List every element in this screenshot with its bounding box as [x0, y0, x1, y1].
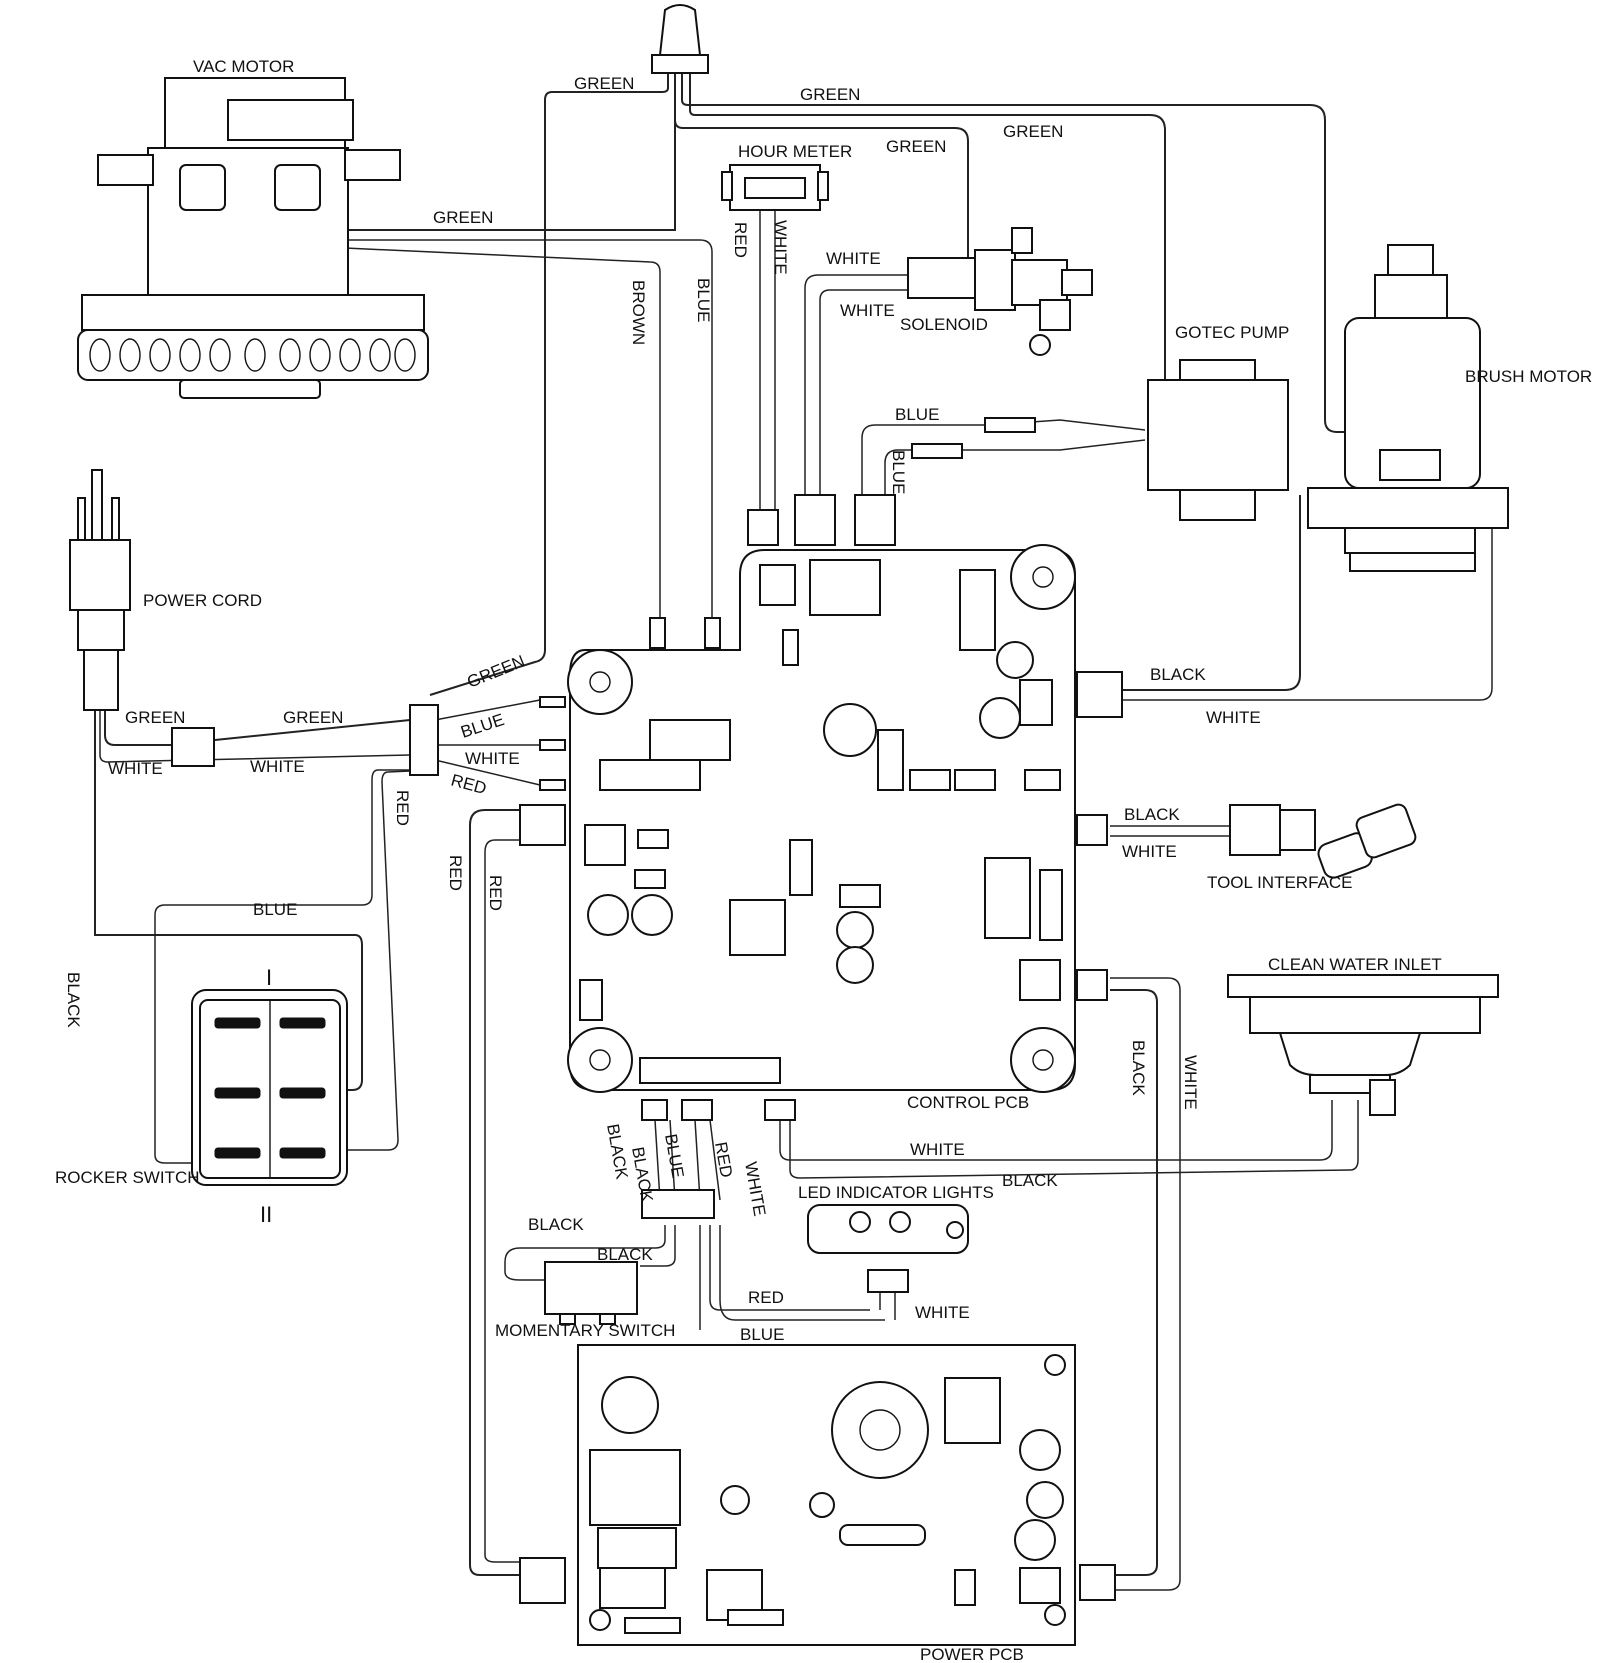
label-vac-motor: VAC MOTOR — [193, 57, 294, 76]
label-led-indicator-lights: LED INDICATOR LIGHTS — [798, 1183, 994, 1202]
vac-motor — [77, 77, 429, 399]
label-power-pcb: POWER PCB — [920, 1645, 1024, 1663]
power-cord-plug — [69, 469, 131, 711]
wire-label: WHITE — [840, 301, 895, 320]
bundle-junction — [641, 1189, 715, 1219]
wire-label: RED — [486, 875, 505, 911]
wire-label: GREEN — [886, 137, 946, 156]
wire-label: BLACK — [1124, 805, 1180, 824]
wire-label: BLUE — [740, 1325, 784, 1344]
tool-interface — [1229, 803, 1417, 879]
wire-label: BLACK — [628, 1145, 657, 1204]
ground-lug — [651, 4, 709, 74]
label-momentary-switch: MOMENTARY SWITCH — [495, 1321, 675, 1340]
wire-label: BLUE — [694, 278, 713, 322]
wire-label: BLUE — [895, 405, 939, 424]
wire-label: GREEN — [1003, 122, 1063, 141]
wire-label: WHITE — [826, 249, 881, 268]
wire-label: RED — [446, 855, 465, 891]
wire-labels: GREEN GREEN GREEN GREEN GREEN RED WHITE … — [64, 74, 1261, 1344]
wire-label: RED — [393, 790, 412, 826]
wire-label: WHITE — [1122, 842, 1177, 861]
wire-label: WHITE — [250, 757, 305, 776]
clean-water-inlet — [1227, 974, 1499, 1116]
label-hour-meter: HOUR METER — [738, 142, 852, 161]
wire-label: WHITE — [741, 1160, 769, 1217]
wire-label: WHITE — [1181, 1055, 1200, 1110]
wire-label: BLACK — [1002, 1171, 1058, 1190]
power-pcb — [577, 1344, 1076, 1646]
gotec-pump — [911, 359, 1289, 521]
wire-label: RED — [449, 771, 489, 799]
hour-meter — [721, 164, 829, 211]
wire-label: BLUE — [889, 450, 908, 494]
wires — [94, 70, 1493, 1591]
rocker-switch — [191, 989, 348, 1186]
wire-label: BLACK — [603, 1122, 632, 1181]
wire-label: RED — [748, 1288, 784, 1307]
brush-motor — [1307, 244, 1509, 572]
label-rocker-switch: ROCKER SWITCH — [55, 1168, 200, 1187]
wire-label: RED — [731, 222, 750, 258]
wire-label: GREEN — [464, 651, 527, 691]
component-labels: VAC MOTOR HOUR METER SOLENOID GOTEC PUMP… — [55, 57, 1592, 1663]
wire-label: WHITE — [910, 1140, 965, 1159]
label-rocker-pos-1: I — [266, 965, 272, 990]
wire-label: BROWN — [629, 280, 648, 345]
control-pcb — [567, 544, 1076, 1093]
label-gotec-pump: GOTEC PUMP — [1175, 323, 1289, 342]
wire-label: RED — [711, 1140, 736, 1179]
wire-label: GREEN — [574, 74, 634, 93]
wire-label: BLACK — [1150, 665, 1206, 684]
wire-label: BLACK — [64, 972, 83, 1028]
pcb-connectors — [519, 494, 1123, 1121]
cord-junction — [171, 727, 215, 767]
wire-label: GREEN — [433, 208, 493, 227]
label-brush-motor: BRUSH MOTOR — [1465, 367, 1592, 386]
momentary-switch — [544, 1261, 638, 1325]
label-power-cord: POWER CORD — [143, 591, 262, 610]
label-rocker-pos-2: II — [260, 1202, 272, 1227]
label-solenoid: SOLENOID — [900, 315, 988, 334]
wire-label: BLACK — [1129, 1040, 1148, 1096]
wire-label: WHITE — [915, 1303, 970, 1322]
label-clean-water-inlet: CLEAN WATER INLET — [1268, 955, 1442, 974]
wire-junction-block — [409, 704, 439, 776]
wire-label: WHITE — [465, 749, 520, 768]
wire-label: BLUE — [253, 900, 297, 919]
wire-label: BLACK — [528, 1215, 584, 1234]
wire-label: GREEN — [283, 708, 343, 727]
label-control-pcb: CONTROL PCB — [907, 1093, 1029, 1112]
wire-label: BLUE — [661, 1132, 687, 1179]
wire-label: WHITE — [108, 759, 163, 778]
led-indicator-lights — [807, 1204, 969, 1293]
power-pcb-connectors — [519, 1557, 1116, 1604]
wire-label: GREEN — [125, 708, 185, 727]
wire-label: BLACK — [597, 1245, 653, 1264]
wire-label: GREEN — [800, 85, 860, 104]
label-tool-interface: TOOL INTERFACE — [1207, 873, 1352, 892]
wire-label: WHITE — [1206, 708, 1261, 727]
solenoid — [907, 227, 1093, 356]
wire-label: WHITE — [771, 220, 790, 275]
